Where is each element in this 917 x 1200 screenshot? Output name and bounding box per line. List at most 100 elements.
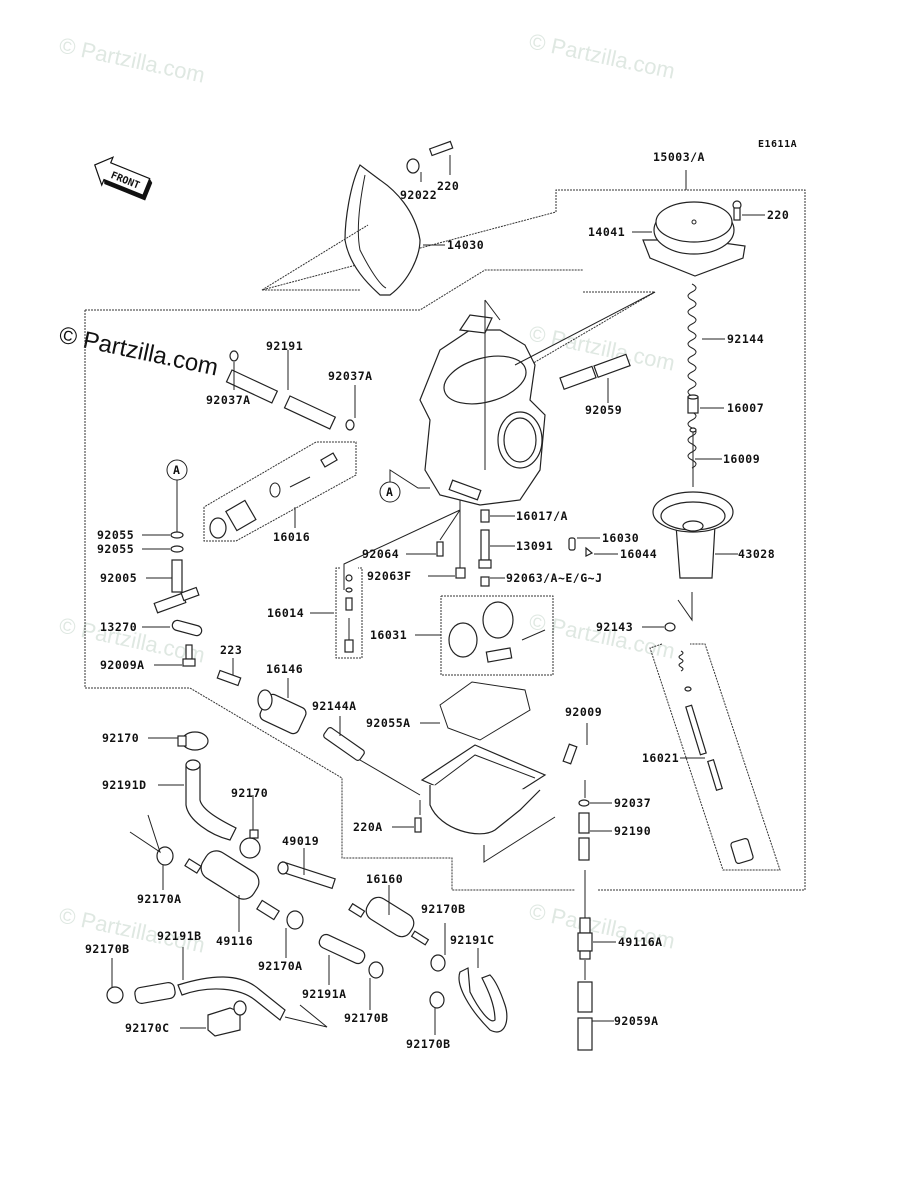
label-92037a-left: 92037A <box>206 393 251 407</box>
part-92005-fitting[interactable] <box>153 559 200 614</box>
label-223: 223 <box>220 643 242 657</box>
part-220-cap-screw[interactable] <box>732 200 742 221</box>
part-223-screw[interactable] <box>216 669 242 687</box>
part-13091-needle-jet[interactable] <box>478 529 492 569</box>
label-16031: 16031 <box>370 628 407 642</box>
part-92170-clamp-2[interactable] <box>239 829 261 859</box>
part-92170b-clamp-b[interactable] <box>368 961 384 979</box>
label-16016: 16016 <box>273 530 310 544</box>
part-float-bowl[interactable] <box>420 744 547 835</box>
part-14041-top-cap[interactable] <box>642 201 746 277</box>
part-92170c-bracket[interactable] <box>207 1000 247 1037</box>
part-220a-screw[interactable] <box>414 817 422 833</box>
watermark: © Partzilla.com <box>527 608 677 663</box>
part-92037a-clip[interactable] <box>229 350 239 362</box>
part-92009-screw[interactable] <box>562 743 578 765</box>
label-92055-a: 92055 <box>97 528 134 542</box>
label-92191b: 92191B <box>157 929 202 943</box>
label-92059a: 92059A <box>614 1014 659 1028</box>
label-92170-a: 92170 <box>102 731 139 745</box>
label-15003-a: 15003/A <box>653 150 705 164</box>
label-16021: 16021 <box>642 751 679 765</box>
part-16030-float-valve[interactable] <box>568 537 576 551</box>
part-16009-jet-needle[interactable] <box>689 427 697 487</box>
part-92191c-hose[interactable] <box>458 967 508 1033</box>
part-16007-needle-retainer[interactable] <box>687 394 699 414</box>
part-92144-spring[interactable] <box>687 283 697 469</box>
part-92037a-clip-right[interactable] <box>345 419 355 431</box>
label-92191d: 92191D <box>102 778 147 792</box>
part-92170b-clamp-a[interactable] <box>430 954 446 972</box>
part-92190-tube[interactable] <box>578 812 590 861</box>
part-16021-throttle-stop-screw[interactable] <box>649 643 781 871</box>
label-92191a: 92191A <box>302 987 347 1001</box>
part-92064-screw[interactable] <box>436 541 444 557</box>
part-92191d-hose[interactable] <box>185 759 237 841</box>
part-16016-starter-components[interactable] <box>209 452 338 539</box>
part-49116a-fitting[interactable] <box>577 917 593 960</box>
label-92009a: 92009A <box>100 658 145 672</box>
part-16014-pilot-screw-kit[interactable] <box>335 567 363 659</box>
part-49019-bolt[interactable] <box>277 861 336 890</box>
label-92170c: 92170C <box>125 1021 170 1035</box>
ref-marker-a-left: A <box>166 459 188 481</box>
part-92170-clamp[interactable] <box>177 731 209 751</box>
part-14030-cover[interactable] <box>344 164 421 296</box>
label-49116: 49116 <box>216 934 253 948</box>
part-92170b-clamp-d[interactable] <box>106 986 124 1004</box>
part-13270-plate[interactable] <box>171 619 203 637</box>
label-16009: 16009 <box>723 452 760 466</box>
part-92055-oring[interactable] <box>170 531 184 539</box>
label-92037: 92037 <box>614 796 651 810</box>
part-92055-oring-2[interactable] <box>170 545 184 553</box>
label-13270: 13270 <box>100 620 137 634</box>
part-16017-a-main-jet[interactable] <box>480 509 490 523</box>
label-92190: 92190 <box>614 824 651 838</box>
part-49116-fuel-filter[interactable] <box>184 846 280 921</box>
part-92063-jet[interactable] <box>480 576 490 587</box>
label-16017-a: 16017/A <box>516 509 568 523</box>
label-14030: 14030 <box>447 238 484 252</box>
label-16146: 16146 <box>266 662 303 676</box>
part-92037-clip[interactable] <box>578 799 590 807</box>
part-92170a-clamp-2[interactable] <box>286 910 304 930</box>
part-92191b-hose[interactable] <box>134 976 286 1021</box>
part-92059a-tube[interactable] <box>577 981 593 1051</box>
part-92022-washer[interactable] <box>406 158 420 174</box>
label-92170b-d: 92170B <box>85 942 130 956</box>
watermark: © Partzilla.com <box>57 321 221 381</box>
part-92191a-hose[interactable] <box>317 933 366 966</box>
front-arrow-icon: FRONT <box>94 156 153 201</box>
label-92170b-a: 92170B <box>421 902 466 916</box>
part-92063f-jet[interactable] <box>455 567 466 579</box>
part-16031-starter-cable-holder[interactable] <box>440 595 554 676</box>
part-92170a-clamp[interactable] <box>156 846 174 866</box>
label-220a: 220A <box>353 820 383 834</box>
part-92055a-gasket[interactable] <box>439 681 531 741</box>
label-92144a: 92144A <box>312 699 357 713</box>
label-92055a: 92055A <box>366 716 411 730</box>
part-92143-clip[interactable] <box>664 622 676 632</box>
ref-marker-a-body: A <box>379 481 401 503</box>
part-92144a-spring[interactable] <box>323 726 366 761</box>
part-92059-tube[interactable] <box>559 353 631 391</box>
svg-text:A: A <box>386 485 393 499</box>
part-92170b-clamp-c[interactable] <box>429 991 445 1009</box>
label-92063f: 92063F <box>367 569 412 583</box>
label-92170a-b: 92170A <box>258 959 303 973</box>
part-92191-tube[interactable] <box>225 369 337 430</box>
label-92170-b: 92170 <box>231 786 268 800</box>
figure-code: E1611A <box>758 139 797 150</box>
label-92143: 92143 <box>596 620 633 634</box>
part-16146-float-needle-valve[interactable] <box>257 689 308 736</box>
part-16160-fuel-filter-2[interactable] <box>348 894 430 946</box>
part-220-screw[interactable] <box>428 140 454 157</box>
label-13091: 13091 <box>516 539 553 553</box>
part-92009a-screw[interactable] <box>182 644 196 667</box>
part-43028-vacuum-piston[interactable] <box>652 491 734 579</box>
label-16044: 16044 <box>620 547 657 561</box>
part-16016-starter-plunger <box>203 441 357 542</box>
part-16044-clip[interactable] <box>585 546 594 557</box>
label-92063: 92063/A~E/G~J <box>506 571 603 585</box>
